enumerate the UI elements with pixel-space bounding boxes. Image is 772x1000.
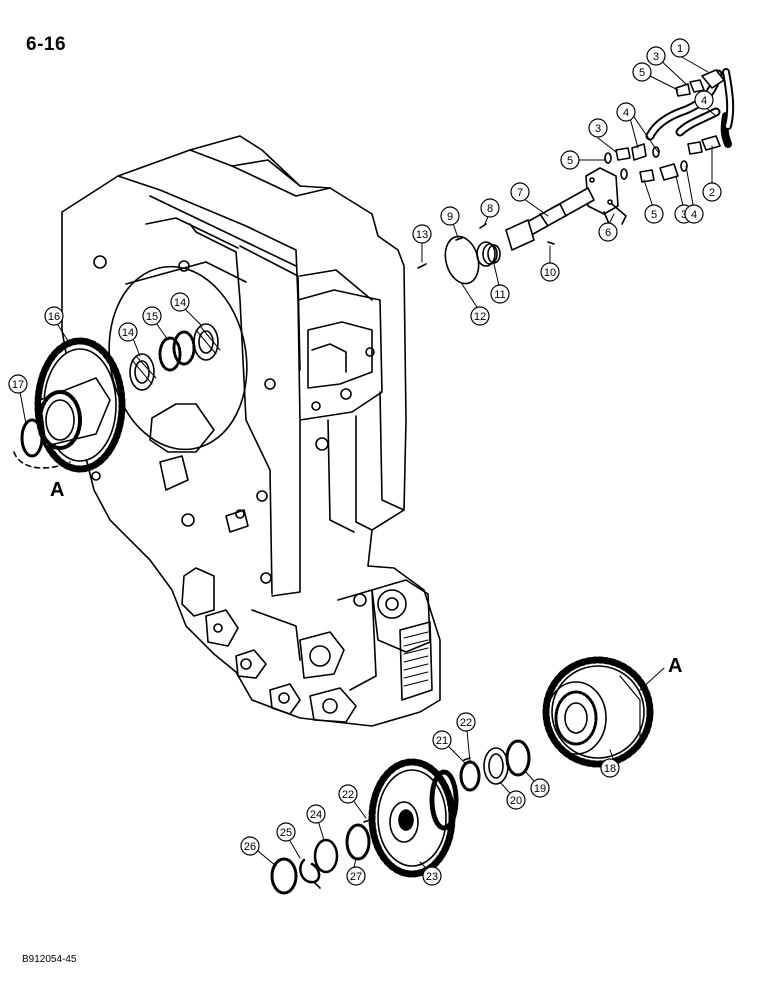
- callout-5: 5: [560, 150, 580, 170]
- callout-25: 25: [276, 822, 296, 842]
- callout-8: 8: [480, 198, 500, 218]
- callout-4: 4: [616, 102, 636, 122]
- callout-21: 21: [432, 730, 452, 750]
- svg-text:18: 18: [604, 763, 616, 775]
- callout-5: 5: [644, 204, 664, 224]
- svg-text:5: 5: [651, 209, 657, 221]
- callout-6: 6: [598, 222, 618, 242]
- callout-13: 13: [412, 224, 432, 244]
- callout-9: 9: [440, 206, 460, 226]
- svg-text:26: 26: [244, 841, 256, 853]
- callout-1: 1: [670, 38, 690, 58]
- callout-24: 24: [306, 804, 326, 824]
- svg-text:4: 4: [691, 209, 697, 221]
- callout-5: 5: [632, 62, 652, 82]
- reference-letter-a-left: A: [50, 479, 64, 501]
- callout-19: 19: [530, 778, 550, 798]
- transmission-housing: [61, 135, 441, 727]
- svg-text:14: 14: [174, 297, 186, 309]
- callout-15: 15: [142, 306, 162, 326]
- svg-text:3: 3: [681, 209, 687, 221]
- clutch-assembly: [270, 656, 654, 895]
- callout-4: 4: [684, 204, 704, 224]
- svg-text:24: 24: [310, 809, 322, 821]
- shaft-assembly: [417, 167, 627, 285]
- svg-text:10: 10: [544, 267, 556, 279]
- svg-text:9: 9: [447, 211, 453, 223]
- svg-text:16: 16: [48, 311, 60, 323]
- callout-14: 14: [170, 292, 190, 312]
- svg-text:4: 4: [701, 95, 707, 107]
- svg-text:12: 12: [474, 311, 486, 323]
- leader-lines: [19, 55, 717, 875]
- svg-text:22: 22: [342, 789, 354, 801]
- callout-4: 4: [694, 90, 714, 110]
- callout-20: 20: [506, 790, 526, 810]
- callouts: 1 2 3 3 3 4 4 4 4 5 5 5 6 7 8 9 10 11 12…: [0, 0, 722, 886]
- callout-3: 3: [646, 46, 666, 66]
- svg-text:27: 27: [350, 871, 362, 883]
- callout-2: 2: [702, 182, 722, 202]
- svg-text:11: 11: [494, 289, 505, 301]
- callout-23: 23: [422, 866, 442, 886]
- svg-text:19: 19: [534, 783, 546, 795]
- svg-text:20: 20: [510, 795, 522, 807]
- svg-text:21: 21: [436, 735, 448, 747]
- callout-18: 18: [600, 758, 620, 778]
- hose-assembly: [604, 68, 735, 183]
- callout-4: 4: [0, 0, 6, 3]
- svg-text:2: 2: [709, 187, 715, 199]
- left-gear-assembly: [13, 323, 221, 473]
- svg-text:23: 23: [426, 871, 438, 883]
- svg-text:14: 14: [122, 327, 134, 339]
- callout-7: 7: [510, 182, 530, 202]
- callout-10: 10: [540, 262, 560, 282]
- svg-text:3: 3: [595, 123, 601, 135]
- svg-text:15: 15: [146, 311, 158, 323]
- page-number: 6-16: [26, 34, 67, 55]
- callout-14: 14: [118, 322, 138, 342]
- svg-text:7: 7: [517, 187, 523, 199]
- callout-16: 16: [44, 306, 64, 326]
- callout-26: 26: [240, 836, 260, 856]
- callout-22: 22: [338, 784, 358, 804]
- svg-text:4: 4: [623, 107, 629, 119]
- callout-11: 11: [490, 284, 510, 304]
- svg-text:17: 17: [12, 379, 24, 391]
- callout-12: 12: [470, 306, 490, 326]
- svg-text:5: 5: [639, 67, 645, 79]
- svg-text:8: 8: [487, 203, 493, 215]
- figure-code: B912054-45: [22, 954, 77, 965]
- reference-letter-a-right: A: [668, 655, 682, 677]
- callout-27: 27: [346, 866, 366, 886]
- svg-text:25: 25: [280, 827, 292, 839]
- svg-text:3: 3: [653, 51, 659, 63]
- svg-text:13: 13: [416, 229, 428, 241]
- callout-22: 22: [456, 712, 476, 732]
- svg-text:5: 5: [567, 155, 573, 167]
- svg-text:6: 6: [605, 227, 611, 239]
- svg-text:1: 1: [677, 43, 683, 55]
- svg-text:22: 22: [460, 717, 472, 729]
- callout-3: 3: [588, 118, 608, 138]
- callout-17: 17: [8, 374, 28, 394]
